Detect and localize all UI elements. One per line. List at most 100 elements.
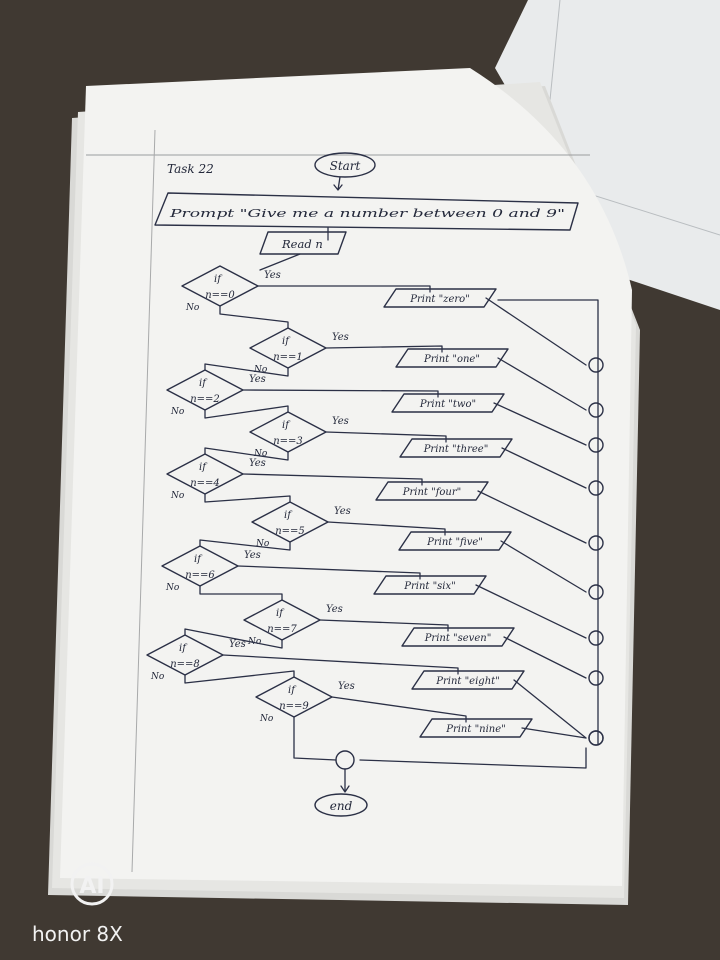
yes-branch-line [319,619,449,632]
print-label: Print "nine" [445,724,506,735]
print-box [398,531,512,551]
no-branch-line [184,628,283,649]
no-branch-line [204,363,289,377]
margin-line [131,129,156,873]
decision-if-label: if [288,685,297,696]
no-label: No [165,583,180,593]
yes-label: Yes [334,506,351,517]
decision-condition: n==4 [190,478,220,489]
yes-branch-line [257,285,431,293]
rail-connector [588,535,604,551]
no-label: No [170,491,185,501]
decision-condition: n==5 [275,526,305,537]
decision-condition: n==8 [170,659,200,670]
second-sheet [495,0,720,310]
no-branch-line [219,305,289,329]
rail-connector [588,730,604,746]
print-label: Print "two" [419,399,476,410]
print-box [375,481,489,501]
rail-connector [588,584,604,600]
no-branch-line [204,493,291,503]
yes-branch-line [242,473,423,486]
rail-connector [588,630,604,646]
decision-condition: n==7 [267,624,297,635]
yes-label: Yes [264,270,281,281]
arrow-start-prompt [333,176,343,191]
arrow-read-decision-0 [259,253,301,271]
rail-connector [588,480,604,496]
prompt-label: Prompt "Give me a number between 0 and 9… [169,206,565,220]
start-label: Start [330,159,361,173]
yes-label: Yes [249,458,266,469]
print-to-rail-line [513,679,587,739]
print-label: Print "eight" [435,676,500,687]
decision-if-label: if [282,420,291,431]
print-box [373,575,487,595]
rail-connector [588,402,604,418]
yes-branch-line [325,345,443,353]
print-to-rail-line [485,297,587,366]
no-branch-line [204,447,289,461]
task-title: Task 22 [167,162,214,176]
decision-if-label: if [214,274,223,285]
decision-condition: n==1 [273,352,303,363]
no-branch-line [184,670,295,684]
yes-branch-line [237,565,421,580]
rail-connector [588,357,604,373]
no-label: No [170,407,185,417]
yes-label: Yes [338,681,355,692]
watermark-brand: honor 8X [32,922,123,946]
read-label: Read n [281,237,323,251]
no-label: No [253,365,268,375]
start-oval [314,152,376,178]
arrow-to-end [340,768,350,793]
yes-label: Yes [332,332,349,343]
yes-label: Yes [332,416,349,427]
yes-branch-line [325,431,447,443]
no-label: No [185,303,200,313]
print-box [391,393,505,413]
decision-condition: n==2 [190,394,220,405]
print-box [411,670,525,690]
print-label: Print "four" [402,487,462,498]
return-line [359,747,587,769]
print-label: Print "three" [423,444,489,455]
decision-condition: n==0 [205,290,235,301]
print-to-rail-line [503,636,587,679]
right-rail [497,299,599,746]
decision-if-label: if [199,462,208,473]
no-label: No [150,672,165,682]
no-label: No [259,714,274,724]
print-box [399,438,513,458]
ai-logo-ring [70,862,114,906]
yes-label: Yes [249,374,266,385]
print-to-rail-line [477,490,587,544]
print-to-rail-line [500,540,587,593]
no-label: No [255,539,270,549]
end-label: end [330,799,353,813]
decision-if-label: if [199,378,208,389]
print-label: Print "seven" [424,633,492,644]
print-to-rail-line [493,402,587,446]
decision-if-label: if [194,554,203,565]
yes-label: Yes [244,550,261,561]
print-to-rail-line [475,584,587,639]
decision-if-label: if [284,510,293,521]
no-label: No [253,449,268,459]
yes-label: Yes [229,639,246,650]
yes-label: Yes [326,604,343,615]
read-box [259,231,347,255]
yes-branch-line [242,389,439,398]
print-label: Print "six" [403,581,456,592]
rail-connector [588,437,604,453]
no-branch-line [204,405,289,419]
decision-if-label: if [276,608,285,619]
print-box [395,348,509,368]
print-label: Print "one" [423,354,480,365]
print-to-rail-line [521,727,587,739]
no-branch-line [199,539,291,551]
print-to-rail-line [501,447,587,489]
print-box [383,288,497,308]
